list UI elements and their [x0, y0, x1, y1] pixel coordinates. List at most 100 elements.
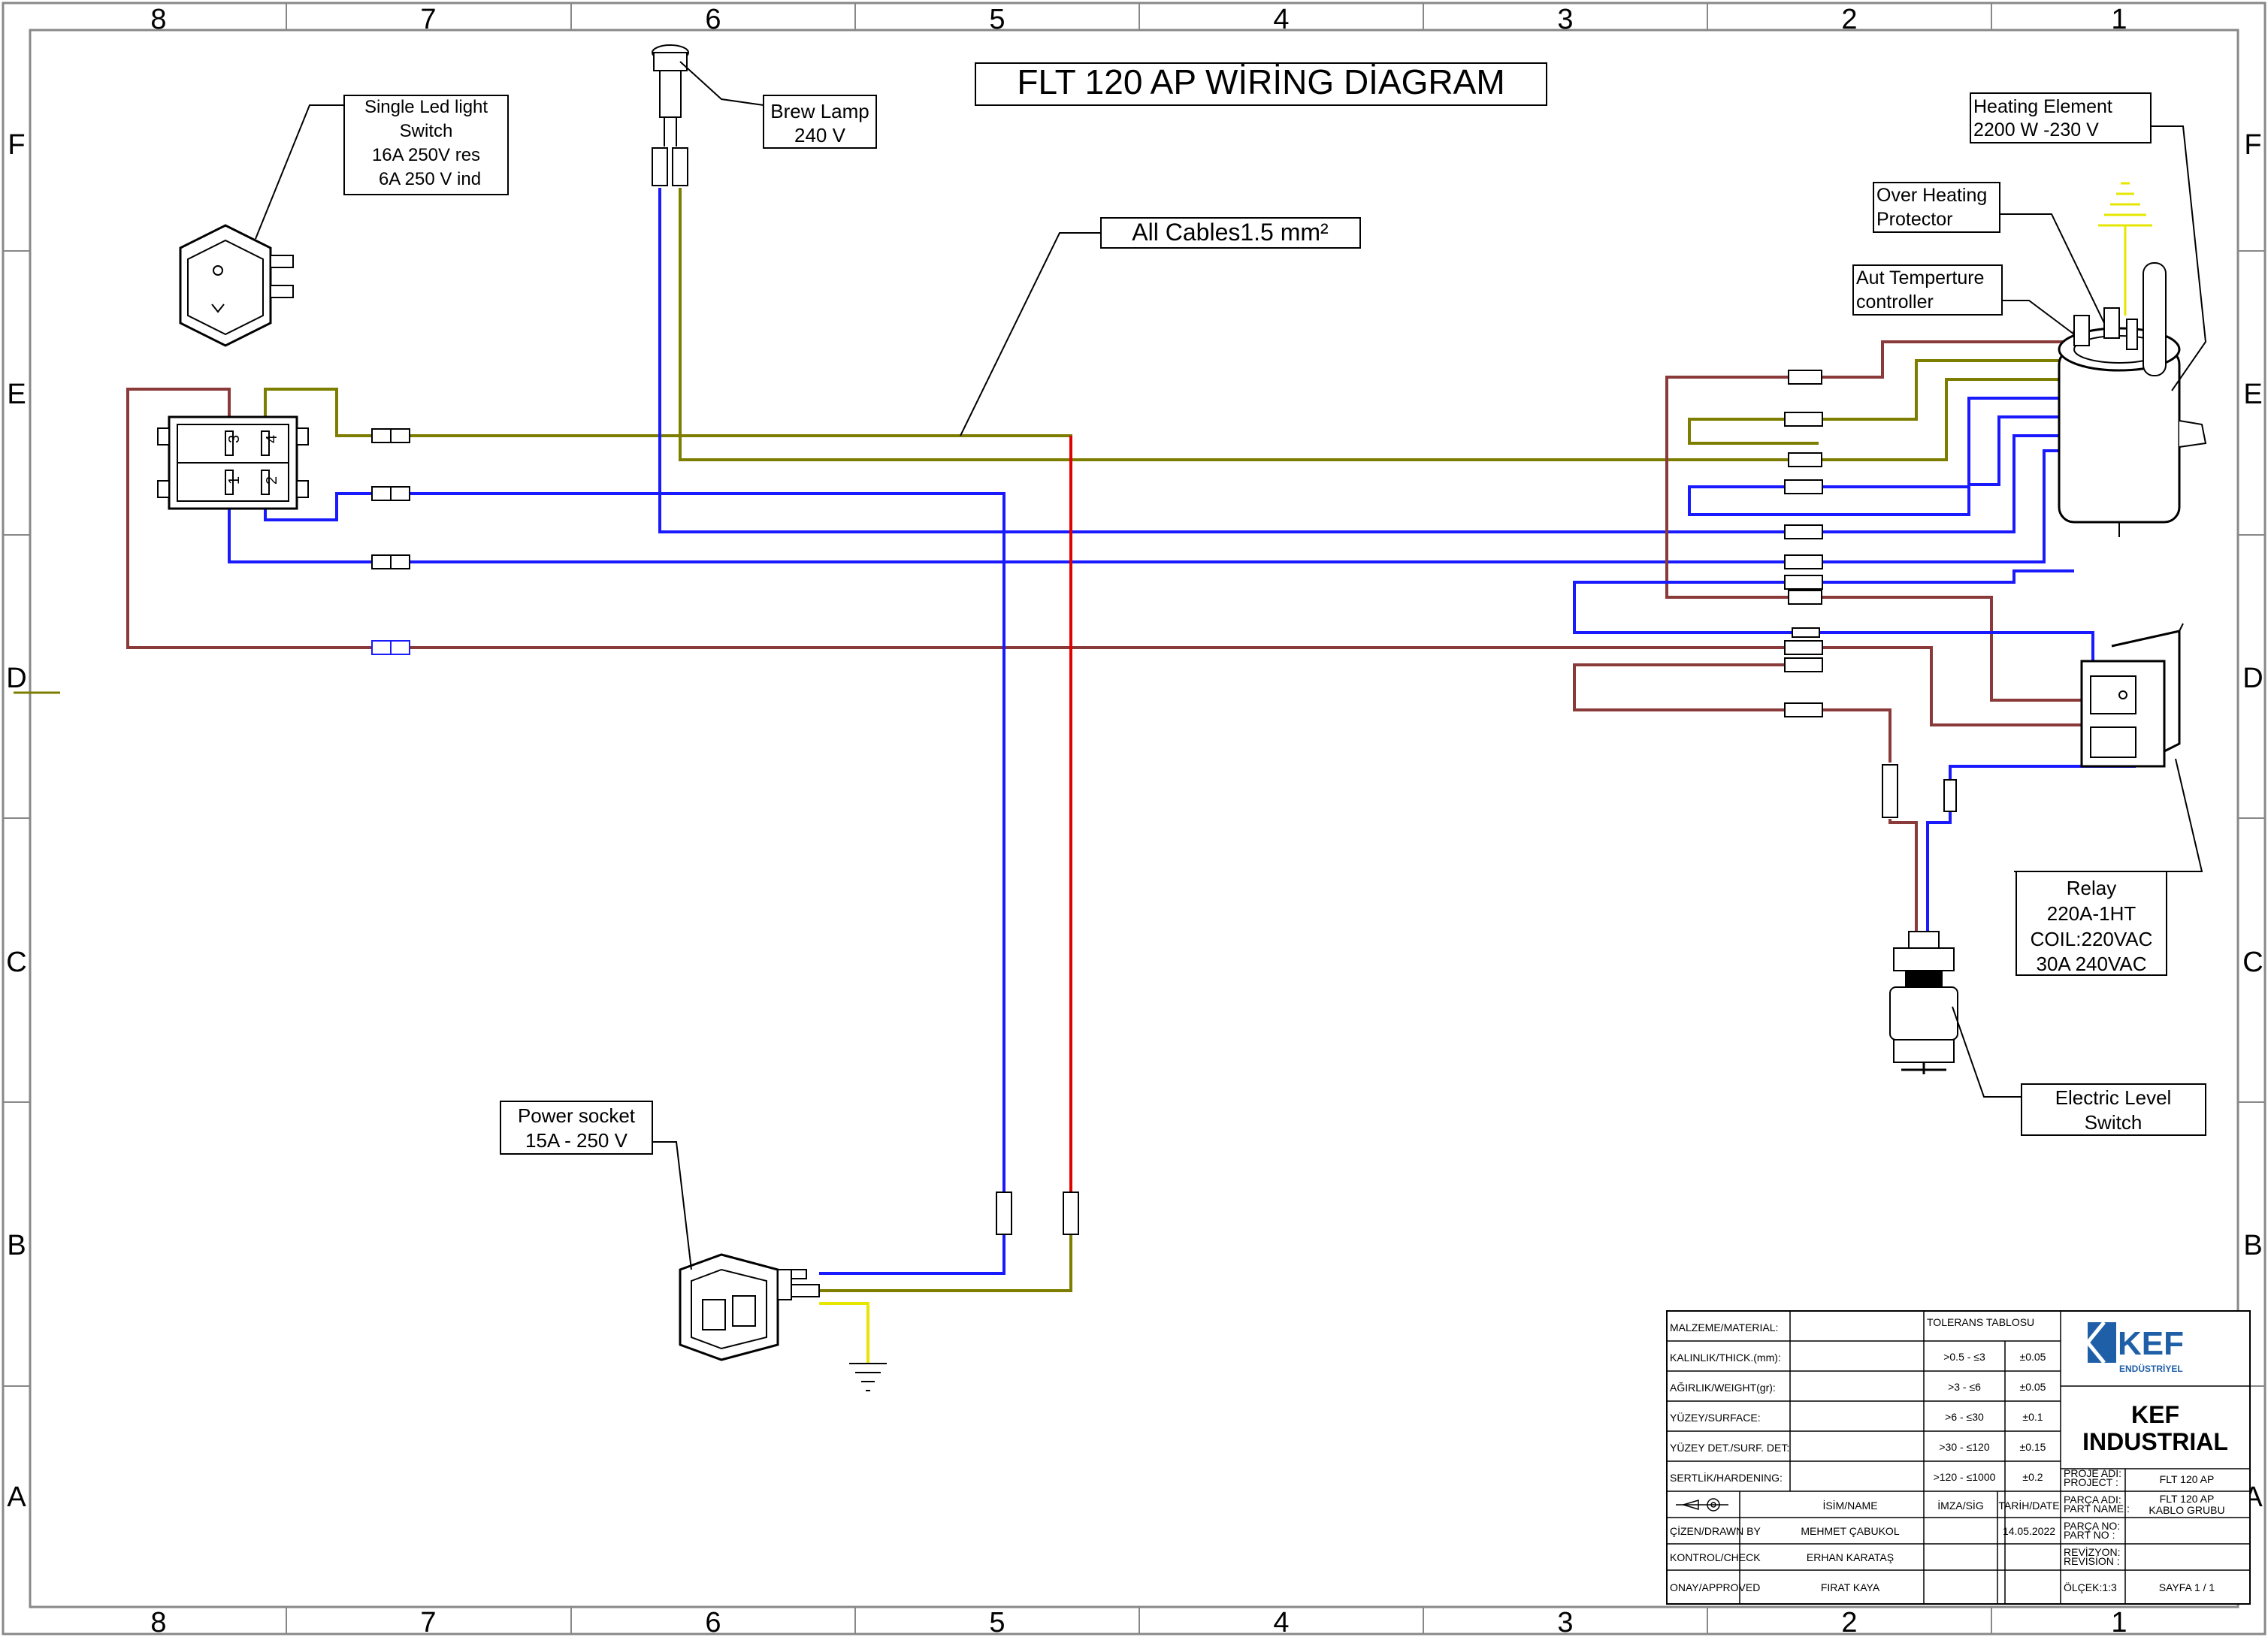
connectors — [371, 147, 1957, 1235]
vertical-connector — [1943, 779, 1957, 812]
grid-col-label: 4 — [1273, 4, 1289, 35]
grid-col-label: 6 — [705, 4, 721, 35]
led-switch-line: 16A 250V res — [372, 145, 480, 165]
temp-controller-line: Aut Temperture — [1856, 267, 1984, 288]
grid-row-label: C — [6, 947, 26, 978]
inline-connector — [1784, 412, 1823, 427]
temp-controller-line: controller — [1856, 291, 1934, 313]
grid-rows-right: F E D C B A — [2242, 129, 2263, 1513]
project-value: FLT 120 AP — [2160, 1473, 2215, 1485]
over-heating-line: Protector — [1876, 209, 1952, 230]
tb-header-date: TARİH/DATE — [1998, 1499, 2059, 1512]
power-socket-label: Power socket 15A - 250 V — [500, 1101, 653, 1155]
lamp-connector — [652, 147, 668, 186]
title-block: MALZEME/MATERIAL: TOLERANS TABLOSU KALIN… — [1666, 1310, 2251, 1605]
inline-connector — [1788, 370, 1822, 385]
grid-col-label: 6 — [705, 1607, 721, 1637]
company-line: KEF — [2131, 1401, 2179, 1428]
level-switch-illustration — [1889, 931, 1958, 1074]
relay-line: COIL:220VAC — [2031, 928, 2153, 950]
inline-connector — [371, 486, 410, 501]
inline-connector — [1788, 452, 1822, 467]
grid-row-label: E — [2243, 379, 2262, 410]
terminal-1-label: 1 — [226, 476, 243, 485]
grid-columns-top: 8 7 6 5 4 3 2 1 — [150, 4, 2127, 35]
relay-line: 220A-1HT — [2047, 902, 2136, 925]
grid-col-label: 1 — [2111, 4, 2127, 35]
grid-row-label: B — [2243, 1230, 2262, 1261]
tb-role: ÇİZEN/DRAWN BY — [1670, 1524, 1761, 1537]
logo-text: KEF — [2118, 1325, 2184, 1362]
part-value: KABLO GRUBU — [2149, 1504, 2224, 1516]
tb-row-label: KALINLIK/THICK.(mm): — [1670, 1352, 1781, 1364]
ground-icon — [849, 1363, 887, 1391]
tb-date: 14.05.2022 — [2003, 1525, 2055, 1537]
inline-connector — [1784, 479, 1823, 494]
level-switch-line: Electric Level — [2055, 1086, 2172, 1109]
tb-row-label: SERTLİK/HARDENING: — [1670, 1471, 1783, 1484]
inline-connector — [1784, 575, 1823, 590]
relay-line: Relay — [2067, 877, 2116, 899]
company-line: INDUSTRIAL — [2082, 1428, 2228, 1455]
grid-dividers — [3, 3, 2265, 1634]
grid-col-label: 8 — [150, 4, 166, 35]
grid-col-label: 7 — [420, 1607, 436, 1637]
level-switch-line: Switch — [2085, 1111, 2143, 1134]
title-box — [975, 62, 1547, 106]
wire-socket-blue — [819, 1217, 1005, 1275]
wire-live-main — [126, 388, 1789, 649]
switch-terminal-block: 3 4 1 2 — [157, 415, 309, 510]
grid-row-label: B — [7, 1230, 26, 1261]
tb-person: FIRAT KAYA — [1821, 1581, 1880, 1593]
right-connector-column — [1784, 370, 1957, 818]
led-switch-line: Switch — [400, 121, 453, 141]
tb-header-sign: İMZA/SİG — [1937, 1499, 1983, 1512]
wire-relay-live-3 — [1573, 663, 1819, 711]
over-heating-line: Over Heating — [1876, 185, 1987, 206]
grid-col-label: 7 — [420, 4, 436, 35]
leader-lines — [255, 61, 2207, 1270]
wire-olive-switch — [264, 388, 1072, 1195]
tb-person: MEHMET ÇABUKOL — [1801, 1525, 1899, 1537]
tb-row-label: AĞIRLIK/WEIGHT(gr): — [1670, 1382, 1776, 1394]
vertical-connector — [996, 1192, 1012, 1235]
logo-sub: ENDÜSTRİYEL — [2119, 1363, 2183, 1374]
grid-rows-left: F E D C B A — [6, 129, 26, 1513]
wires — [126, 188, 2166, 1364]
grid-col-label: 2 — [1841, 1607, 1857, 1637]
vertical-connector — [1882, 764, 1898, 818]
brew-lamp-line: 240 V — [794, 124, 846, 146]
wire-lamp-olive — [679, 188, 1789, 461]
brew-lamp-label: Brew Lamp 240 V — [763, 95, 877, 149]
inline-connector — [1784, 640, 1823, 655]
heating-element-line: 2200 W -230 V — [1973, 119, 2099, 140]
tb-person: ERHAN KARATAŞ — [1807, 1551, 1894, 1563]
grid-row-label: A — [7, 1481, 26, 1513]
tb-row-label: YÜZEY/SURFACE: — [1670, 1411, 1761, 1424]
power-socket-line: 15A - 250 V — [525, 1129, 628, 1152]
inline-connector — [1784, 657, 1823, 672]
vertical-connector — [1063, 1192, 1079, 1235]
scale-text: ÖLÇEK:1:3 — [2064, 1581, 2117, 1593]
brew-lamp-illustration — [652, 44, 689, 146]
grid-row-label: D — [2242, 663, 2263, 694]
wire-blue-switch — [264, 481, 1005, 1270]
wire-relay-blue — [1573, 581, 2094, 676]
cables-text: All Cables1.5 mm² — [1132, 219, 1329, 246]
tb-header-name: İSİM/NAME — [1822, 1499, 1877, 1512]
inline-connector — [1784, 554, 1823, 569]
grid-columns-bottom: 8 7 6 5 4 3 2 1 — [150, 1607, 2127, 1637]
inline-connector — [371, 554, 410, 569]
temp-controller-label: Aut Temperture controller — [1852, 264, 2003, 316]
partno-label: PART NO : — [2064, 1529, 2115, 1541]
diagram-title: FLT 120 AP WİRİNG DİAGRAM — [1017, 62, 1504, 101]
grid-row-label: E — [7, 379, 26, 410]
grid-row-label: C — [2242, 947, 2263, 978]
terminal-3-label: 3 — [226, 435, 243, 443]
grid-col-label: 1 — [2111, 1607, 2127, 1637]
wire-ground — [819, 1302, 869, 1364]
projection-symbol-icon — [1676, 1498, 1728, 1512]
inline-connector — [1784, 702, 1823, 717]
inline-connector — [371, 640, 410, 655]
